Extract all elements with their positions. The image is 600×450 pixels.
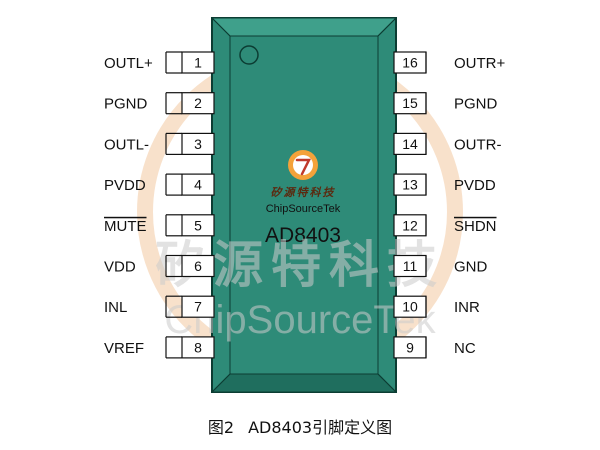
chip-bevel-bottom [210,373,398,393]
pin-label: VDD [104,259,136,276]
pin-number: 15 [402,95,418,111]
pin-16: 16 OUTR+ [393,51,505,74]
pin-number: 14 [402,136,418,152]
chip-body-inner [229,35,379,375]
logo-cn-text: 矽源特科技 [271,186,336,199]
pin-box [181,51,215,74]
pin-box [181,295,215,318]
pin-12: 12 SHDN [393,214,497,237]
pin-number: 13 [402,177,418,193]
pin-label: OUTL- [104,136,149,153]
pin-number: 2 [194,95,202,111]
pin-label: SHDN [454,218,497,235]
pin-number: 10 [402,299,418,315]
pin-label: PVDD [454,177,496,194]
pin-box [181,132,215,155]
figure-number: 图2 [208,418,234,437]
pin-label: INL [104,299,127,316]
pin1-marker [239,45,259,65]
pin-11: 11 GND [393,254,488,278]
pin-6: 6 VDD [104,254,215,278]
pin-number: 8 [194,339,202,355]
pin-3: 3 OUTL- [104,132,215,155]
pin-label: GND [454,259,488,276]
figure-caption: 图2 AD8403引脚定义图 [208,418,392,437]
pin-number: 12 [402,217,418,233]
pin-10: 10 INR [393,295,480,318]
pin-number: 3 [194,136,202,152]
pin-number: 16 [402,55,418,71]
pin-label: VREF [104,340,144,357]
pin-box [181,92,215,115]
pin-label: OUTL+ [104,55,153,72]
pin-box [181,214,215,237]
pin-number: 4 [194,177,202,193]
pin-7: 7 INL [104,295,215,318]
pin-number: 1 [194,55,202,71]
pin-box [181,173,215,196]
pin-label: PGND [454,96,498,113]
pin-label: MUTE [104,218,147,235]
pin-8: 8 VREF [104,336,215,359]
pin-number: 11 [403,258,418,274]
pin-label: INR [454,299,480,316]
pin-number: 7 [194,299,202,315]
pin-box [181,336,215,359]
chip-bevel-top [210,17,398,37]
pin-label: NC [454,340,476,357]
pin-box [181,254,215,278]
pin-2: 2 PGND [104,92,215,115]
pin-number: 5 [194,217,202,233]
left-pin-column: 1 OUTL+ 2 PGND 3 OUTL- 4 PVDD 5 MUTE 6 VDD 7 INL 8 VREF [104,51,215,359]
chip-part-number: AD8403 [265,224,341,247]
pin-5: 5 MUTE [104,214,215,237]
pin-13: 13 PVDD [393,173,496,196]
pin-15: 15 PGND [393,92,498,115]
pin-label: PVDD [104,177,146,194]
pin-number: 9 [406,339,414,355]
pin-9: 9 NC [393,336,476,359]
pin-label: PGND [104,96,148,113]
chipsource-logo: 矽源特科技 ChipSourceTek [266,150,341,215]
pin-14: 14 OUTR- [393,132,502,155]
right-pin-column: 16 OUTR+ 15 PGND 14 OUTR- 13 PVDD 12 SHDN 11 GND 10 I… [393,51,505,359]
pin-label: OUTR+ [454,55,505,72]
figure-title: AD8403引脚定义图 [248,418,392,437]
pin-1: 1 OUTL+ [104,51,215,74]
pin-label: OUTR- [454,136,502,153]
logo-en-text: ChipSourceTek [266,203,341,215]
pin-number: 6 [194,258,202,274]
pin-4: 4 PVDD [104,173,215,196]
